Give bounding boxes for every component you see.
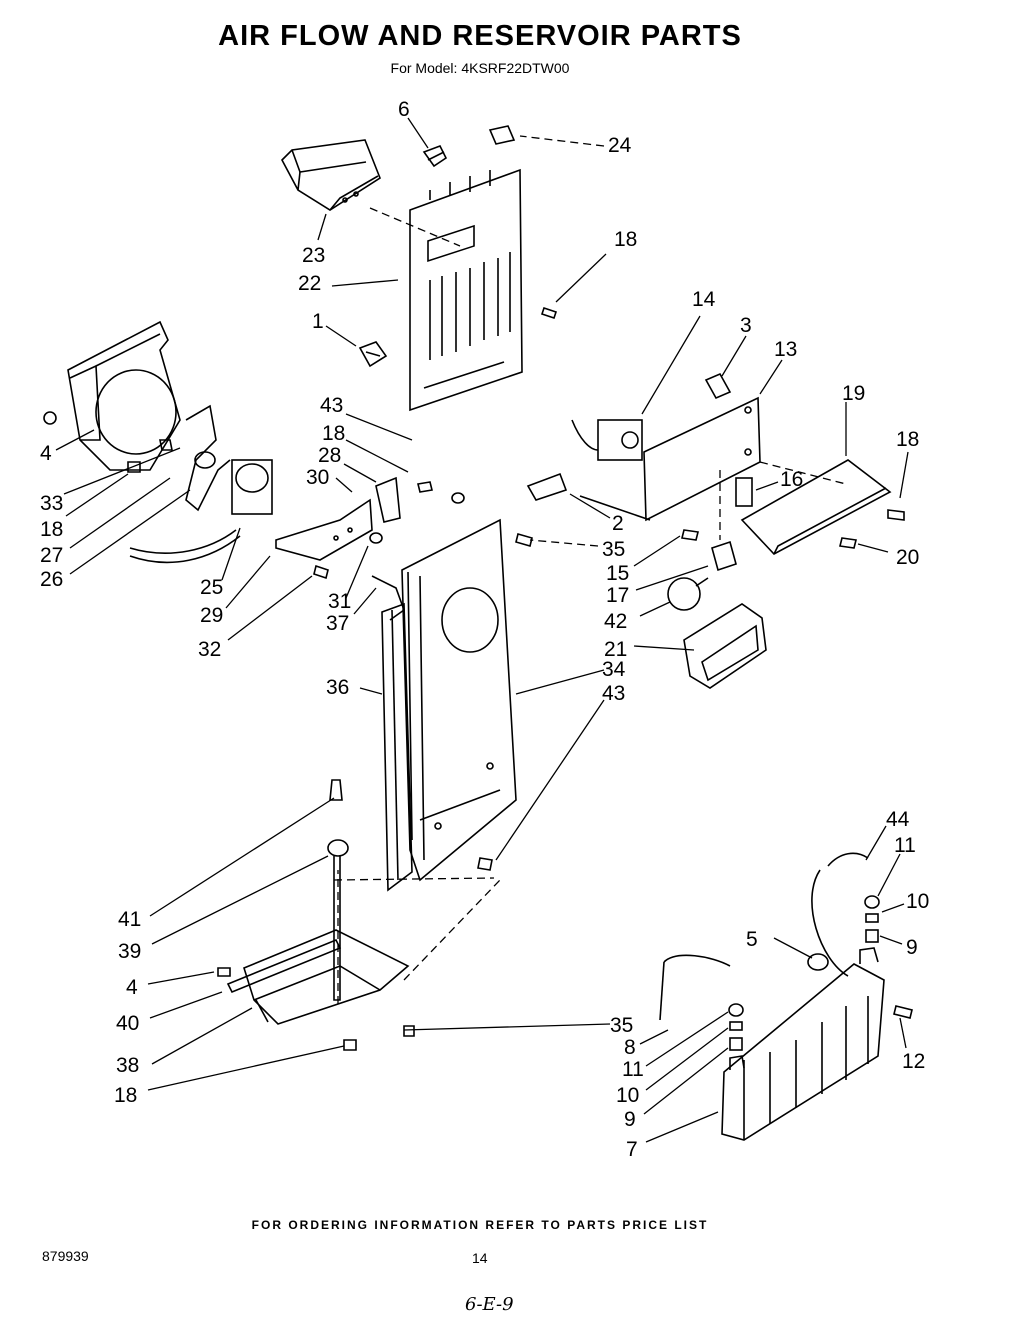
part-21-lamp-shield (683, 603, 767, 689)
part-39-grommet (327, 839, 349, 1001)
callout-3: 3 (740, 314, 752, 337)
part-13-control-plate (579, 396, 761, 522)
part-27-fan-blade (185, 404, 231, 512)
callout-20: 20 (896, 546, 919, 569)
document-number: 879939 (42, 1248, 89, 1264)
callout-27: 27 (40, 544, 63, 567)
part-3-switch (704, 372, 732, 400)
callout-40: 40 (116, 1012, 139, 1035)
callout-18: 18 (322, 422, 345, 445)
callout-2: 2 (612, 512, 624, 535)
callout-21: 21 (604, 638, 627, 661)
part-25-fan-motor (129, 459, 273, 564)
callout-44: 44 (886, 808, 910, 831)
callout-12: 12 (902, 1050, 925, 1073)
callout-18: 18 (40, 518, 63, 541)
part-22-air-panel (409, 168, 523, 412)
callout-23: 23 (302, 244, 325, 267)
part-17-lamp-socket (711, 540, 737, 572)
part-42-bulb (667, 577, 709, 611)
callout-25: 25 (200, 576, 223, 599)
part-36-channel (381, 602, 413, 892)
callout-9: 9 (906, 936, 918, 959)
callout-36: 36 (326, 676, 349, 699)
leader-lines (55, 117, 909, 1143)
part-16-bracket (735, 477, 753, 507)
part-1-clip (358, 341, 388, 368)
part-2-switch (526, 472, 568, 501)
callout-16: 16 (780, 468, 803, 491)
callout-9: 9 (624, 1108, 636, 1131)
callout-17: 17 (606, 584, 629, 607)
part-24-clip (488, 125, 516, 145)
callout-11: 11 (622, 1058, 644, 1081)
callout-14: 14 (692, 288, 716, 311)
callout-18: 18 (614, 228, 637, 251)
callout-28: 28 (318, 444, 341, 467)
callout-4: 4 (126, 976, 138, 999)
part-6-clip (422, 144, 448, 168)
callout-13: 13 (774, 338, 797, 361)
model-subtitle: For Model: 4KSRF22DTW00 (390, 60, 570, 76)
part-41-fitting (329, 779, 343, 801)
part-14-timer (571, 419, 643, 461)
part-12-screw (893, 1005, 913, 1019)
callout-11: 11 (894, 834, 916, 857)
callout-10: 10 (616, 1084, 639, 1107)
callout-18: 18 (896, 428, 919, 451)
callout-35: 35 (602, 538, 625, 561)
callout-41: 41 (118, 908, 141, 931)
callout-1: 1 (312, 310, 324, 333)
part-19-channel (740, 459, 892, 555)
callout-6: 6 (398, 98, 410, 121)
part-8-tube (659, 954, 731, 1021)
callout-31: 31 (328, 590, 351, 613)
part-26-fan-housing (67, 320, 181, 471)
callout-32: 32 (198, 638, 221, 661)
callout-37: 37 (326, 612, 349, 635)
part-9-10-11-fittings-upper (864, 895, 880, 943)
page-number: 14 (472, 1250, 488, 1266)
callout-22: 22 (298, 272, 321, 295)
part-40-strip (226, 938, 342, 994)
callout-38: 38 (116, 1054, 139, 1077)
callout-7: 7 (626, 1138, 638, 1161)
handwritten-date: 6-E-9 (465, 1294, 514, 1315)
part-34-air-duct (401, 518, 517, 882)
callout-26: 26 (40, 568, 63, 591)
callout-24: 24 (608, 134, 632, 157)
callout-30: 30 (306, 466, 329, 489)
part-5-fitting (807, 953, 829, 971)
part-28-bracket (375, 476, 401, 523)
callout-29: 29 (200, 604, 223, 627)
callout-10: 10 (906, 890, 929, 913)
part-29-motor-bracket (275, 498, 373, 561)
callout-43: 43 (602, 682, 625, 705)
part-9-10-11-fittings-lower (728, 1003, 744, 1051)
part-37-gasket (371, 575, 405, 621)
callout-43: 43 (320, 394, 343, 417)
part-44-tube (811, 852, 869, 977)
ordering-info-footer: FOR ORDERING INFORMATION REFER TO PARTS … (251, 1218, 709, 1232)
callout-15: 15 (606, 562, 629, 585)
page-title: AIR FLOW AND RESERVOIR PARTS (218, 20, 742, 52)
callout-18: 18 (114, 1084, 137, 1107)
screws (43, 306, 905, 1051)
callout-5: 5 (746, 928, 758, 951)
callout-34: 34 (602, 658, 626, 681)
callout-8: 8 (624, 1036, 636, 1059)
callout-19: 19 (842, 382, 865, 405)
callout-35: 35 (610, 1014, 633, 1037)
part-23-cover-box (281, 139, 381, 211)
callout-39: 39 (118, 940, 141, 963)
callout-labels: 6 24 23 22 18 1 14 3 13 19 18 43 18 28 3… (40, 98, 929, 1161)
callout-33: 33 (40, 492, 63, 515)
callout-4: 4 (40, 442, 52, 465)
part-7-reservoir (721, 947, 885, 1141)
callout-42: 42 (604, 610, 627, 633)
